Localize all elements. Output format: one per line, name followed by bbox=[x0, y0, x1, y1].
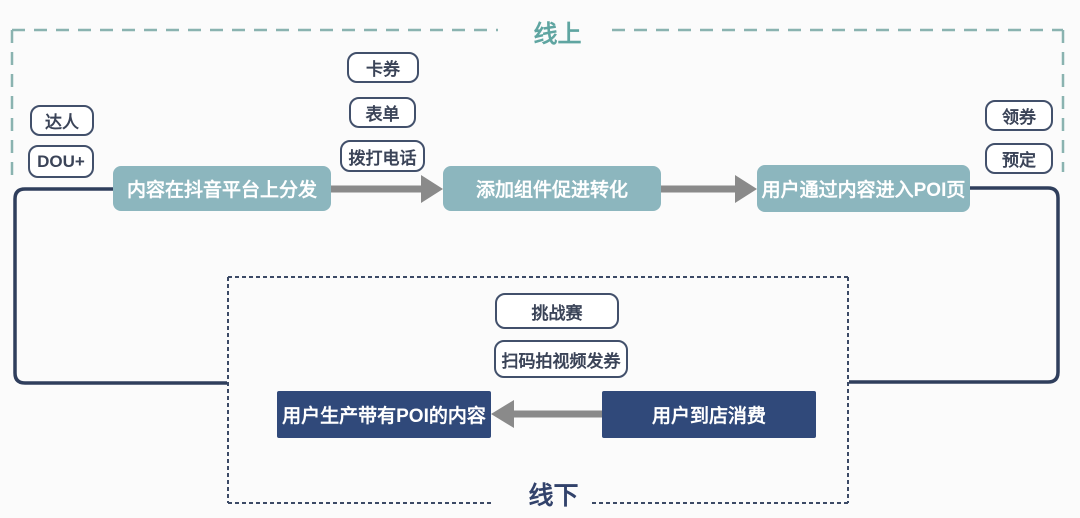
arrow-consume-to-ugc-icon bbox=[491, 400, 602, 428]
connector-path bbox=[849, 186, 1060, 384]
connector-online-to-offline-left bbox=[13, 187, 227, 385]
tag-influencer: 达人 bbox=[30, 105, 94, 136]
flow-step-add-components: 添加组件促进转化 bbox=[443, 166, 661, 211]
tag-scan-video-coupon: 扫码拍视频发券 bbox=[494, 340, 628, 378]
tag-challenge: 挑战赛 bbox=[495, 293, 619, 329]
tag-coupon-card: 卡券 bbox=[347, 52, 419, 83]
offline-zone-label: 线下 bbox=[528, 482, 579, 510]
flow-step-in-store-consumption: 用户到店消费 bbox=[602, 391, 816, 438]
tag-phone-call: 拨打电话 bbox=[340, 140, 425, 172]
tag-form: 表单 bbox=[349, 97, 416, 128]
arrow-head bbox=[421, 175, 443, 203]
tag-claim-coupon: 领券 bbox=[985, 100, 1053, 131]
connector-poi-to-offline-right bbox=[849, 186, 1060, 384]
online-zone-label: 线上 bbox=[533, 21, 582, 48]
arrow-components-to-poi-icon bbox=[661, 175, 757, 203]
arrow-distribute-to-components-icon bbox=[331, 175, 443, 203]
flow-step-enter-poi-page: 用户通过内容进入POI页 bbox=[757, 165, 970, 212]
online-zone-dashed-border bbox=[10, 28, 1065, 183]
tag-reservation: 预定 bbox=[985, 143, 1053, 174]
tag-dou-plus: DOU+ bbox=[28, 145, 94, 178]
offline-zone-dashed-border bbox=[227, 276, 849, 504]
arrow-head bbox=[491, 400, 514, 428]
connector-path bbox=[13, 187, 227, 385]
arrow-head bbox=[735, 175, 757, 203]
flow-step-content-distribution: 内容在抖音平台上分发 bbox=[113, 166, 331, 211]
flow-step-user-generated-poi-content: 用户生产带有POI的内容 bbox=[277, 391, 491, 438]
